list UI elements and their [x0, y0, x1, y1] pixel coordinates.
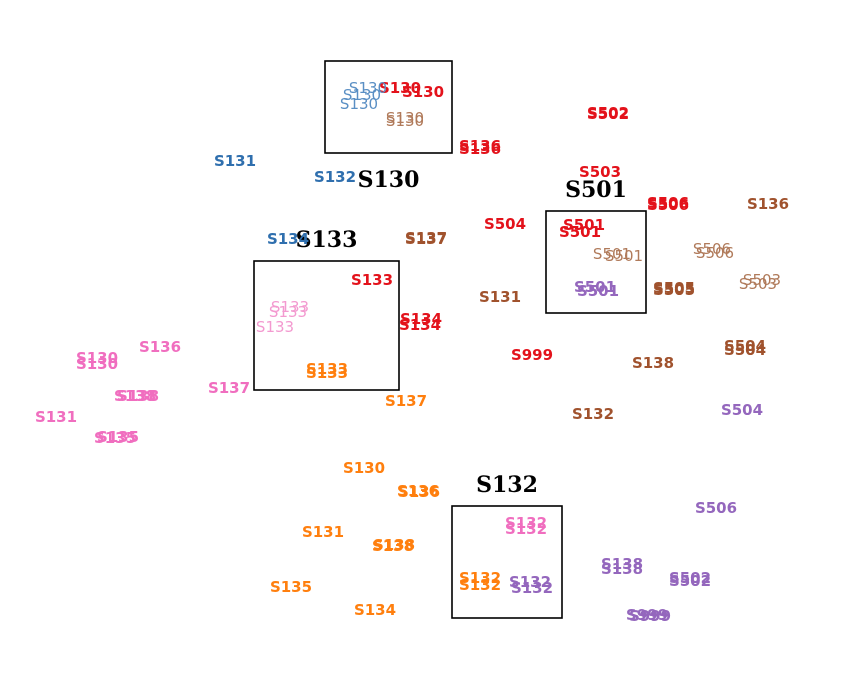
point-label: S137	[405, 229, 447, 247]
point-label: S501	[559, 223, 601, 241]
point-label: S999	[626, 606, 668, 624]
point-label: S136	[397, 482, 439, 500]
point-label: S131	[479, 288, 521, 306]
point-label: S137	[405, 230, 447, 248]
point-label: S130	[386, 112, 424, 130]
point-label: S135	[94, 429, 136, 447]
point-label: S133	[256, 318, 294, 336]
point-label: S135	[270, 578, 312, 596]
point-label: S130	[379, 79, 421, 97]
point-label: S502	[587, 104, 629, 122]
point-label: S130	[340, 95, 378, 113]
highlight-box-s133	[253, 260, 400, 391]
point-label: S504	[724, 341, 766, 359]
point-label: S506	[647, 194, 689, 212]
point-label: S502	[587, 105, 629, 123]
point-label: S136	[459, 137, 501, 155]
highlight-box-title: S130	[358, 167, 420, 193]
point-label: S132	[505, 520, 547, 538]
point-label: S505	[653, 279, 695, 297]
point-label: S503	[743, 271, 781, 289]
point-label: S999	[511, 346, 553, 364]
point-label: S501	[593, 245, 631, 263]
highlight-box-title: S132	[476, 472, 538, 498]
point-label: S999	[629, 607, 671, 625]
point-label: S130	[76, 349, 118, 367]
point-label: S130	[343, 86, 381, 104]
point-label: S501	[563, 216, 605, 234]
point-label: S503	[739, 275, 777, 293]
point-label: S506	[693, 240, 731, 258]
point-label: S133	[269, 303, 307, 321]
point-label: S506	[696, 244, 734, 262]
point-label: S502	[669, 572, 711, 590]
point-labels: S134S135S138S138S131S136S136S130S137S133…	[35, 79, 789, 625]
point-label: S506	[647, 196, 689, 214]
point-label: S134	[400, 310, 442, 328]
point-label: S136	[747, 195, 789, 213]
point-label: S136	[398, 483, 440, 501]
point-label: S130	[76, 355, 118, 373]
point-label: S130	[402, 83, 444, 101]
point-label: S138	[114, 387, 156, 405]
highlight-box-title: S133	[296, 227, 358, 253]
point-label: S136	[139, 338, 181, 356]
point-label: S133	[271, 298, 309, 316]
point-label: S132	[509, 573, 551, 591]
point-label: S132	[314, 168, 356, 186]
highlight-box-s501	[545, 210, 647, 314]
point-label: S138	[632, 354, 674, 372]
point-label: S504	[724, 337, 766, 355]
point-label: S502	[669, 569, 711, 587]
point-label: S137	[385, 392, 427, 410]
point-label: S501	[577, 282, 619, 300]
point-label: S504	[484, 215, 526, 233]
point-label: S501	[605, 247, 643, 265]
point-label: S503	[579, 163, 621, 181]
point-label: S130	[386, 109, 424, 127]
highlight-box-s132	[451, 505, 563, 619]
point-label: S505	[653, 281, 695, 299]
point-label: S138	[372, 537, 414, 555]
point-label: S133	[306, 364, 348, 382]
point-label: S504	[721, 401, 763, 419]
point-label: S132	[572, 405, 614, 423]
highlight-box-title: S501	[565, 177, 627, 203]
highlight-box-s130	[324, 60, 453, 154]
point-label: S130	[349, 79, 387, 97]
point-label: S136	[459, 140, 501, 158]
point-label: S134	[399, 316, 441, 334]
point-label: S134	[267, 230, 309, 248]
point-label: S132	[459, 569, 501, 587]
point-label: S131	[214, 152, 256, 170]
point-label: S138	[373, 536, 415, 554]
point-label: S506	[695, 499, 737, 517]
point-label: S135	[97, 428, 139, 446]
point-label: S501	[574, 278, 616, 296]
point-label: S132	[459, 576, 501, 594]
point-label: S131	[35, 408, 77, 426]
point-label: S132	[511, 579, 553, 597]
point-label: S137	[208, 379, 250, 397]
point-label: S130	[343, 459, 385, 477]
point-label: S132	[505, 514, 547, 532]
point-label: S131	[302, 523, 344, 541]
point-label: S133	[306, 360, 348, 378]
point-label: S134	[354, 601, 396, 619]
point-label: S133	[351, 271, 393, 289]
point-label: S138	[601, 560, 643, 578]
point-label: S138	[117, 387, 159, 405]
point-label: S138	[601, 555, 643, 573]
